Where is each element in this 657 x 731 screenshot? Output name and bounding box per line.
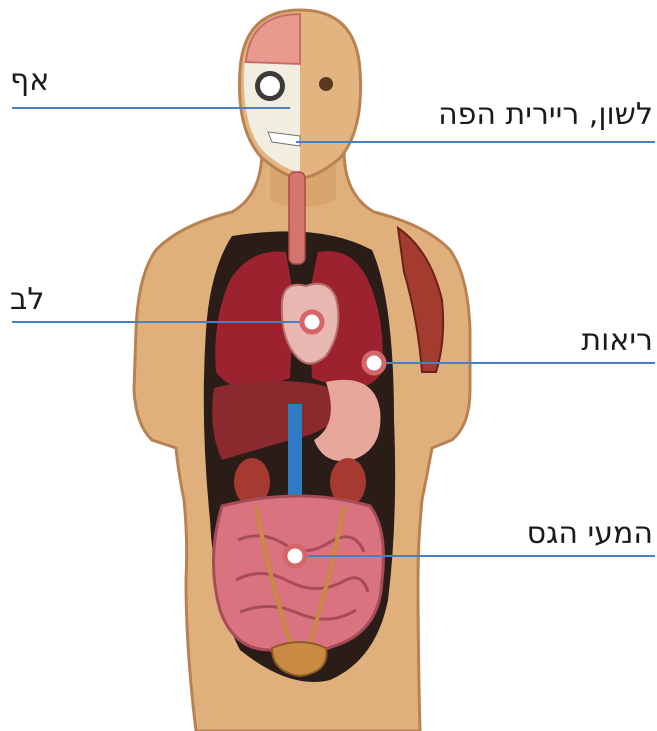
brain xyxy=(246,14,300,64)
marker-heart xyxy=(302,312,322,332)
label-lungs: ריאות xyxy=(581,326,653,356)
large-intestine-mass xyxy=(213,496,383,654)
trachea xyxy=(289,172,305,264)
label-tongue: לשון, ריירית הפה xyxy=(438,100,653,130)
label-large-intestine: המעי הגס xyxy=(527,519,653,549)
eye-right xyxy=(319,77,333,91)
label-heart: לב xyxy=(10,285,44,315)
marker-lungs xyxy=(364,353,384,373)
eyeball xyxy=(260,76,280,96)
marker-gut xyxy=(285,546,305,566)
label-nose: אף xyxy=(10,66,49,96)
